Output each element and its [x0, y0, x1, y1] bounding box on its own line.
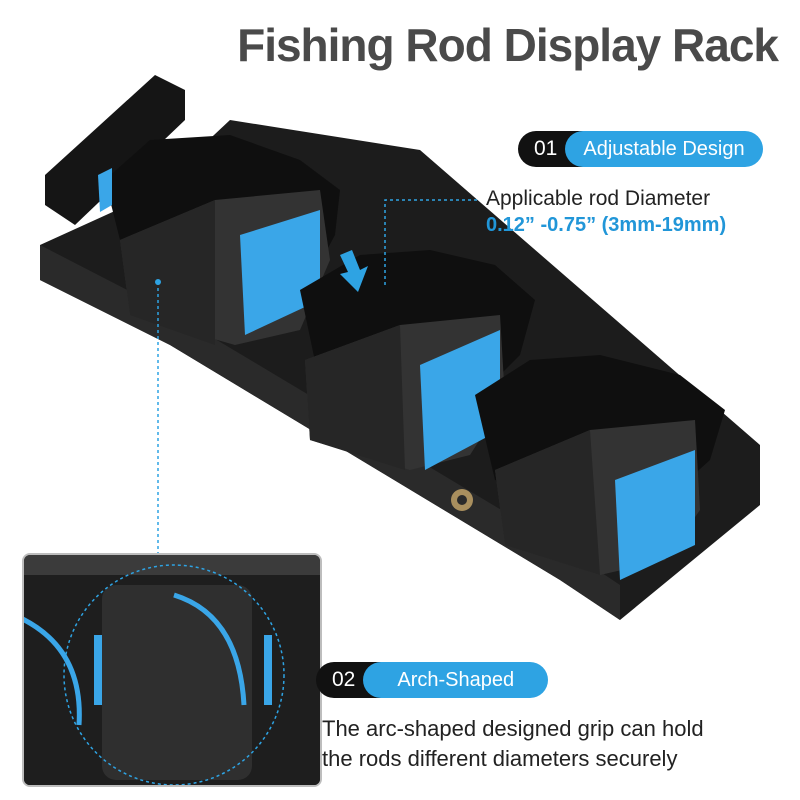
- arch-detail-inset: [22, 553, 322, 787]
- description-line-1: The arc-shaped designed grip can hold: [322, 716, 704, 741]
- rod-holder-1: [98, 135, 340, 345]
- grip-pad: [615, 450, 695, 580]
- holder-body: [102, 585, 252, 780]
- rack-back-end: [45, 75, 185, 225]
- page-title: Fishing Rod Display Rack: [237, 19, 779, 71]
- feature-badge-2: 02 Arch-Shaped: [316, 662, 549, 698]
- feature-badge-1: 01 Adjustable Design: [518, 131, 763, 167]
- feature-label: Adjustable Design: [565, 131, 763, 167]
- description-line-2: the rods different diameters securely: [322, 746, 678, 771]
- spec-heading: Applicable rod Diameter: [486, 187, 711, 210]
- arch-grip: [173, 592, 247, 706]
- feature-description: The arc-shaped designed grip can hold th…: [322, 714, 792, 774]
- grip-pad: [420, 330, 500, 470]
- arc-highlight: [63, 564, 285, 785]
- arrow-icon: [340, 250, 368, 292]
- feature-label: Arch-Shaped: [363, 662, 549, 698]
- rod-holder-3: [475, 355, 725, 580]
- grip-pad: [240, 210, 320, 335]
- spec-range: 0.12” -0.75” (3mm-19mm): [486, 214, 727, 236]
